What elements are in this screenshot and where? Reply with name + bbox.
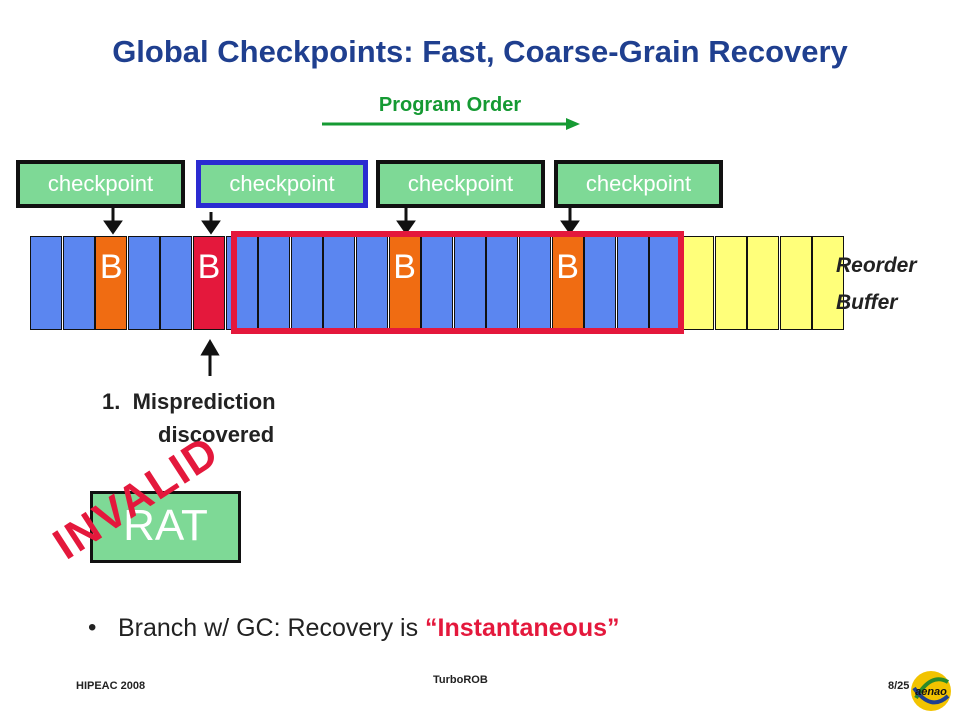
footer-conference: HIPEAC 2008: [76, 680, 146, 692]
rob-entry: [486, 236, 519, 330]
slide-title: Global Checkpoints: Fast, Coarse-Grain R…: [112, 34, 848, 69]
arrow-down-icon: [103, 220, 123, 235]
page-number: 8/25: [888, 680, 910, 692]
arrow-up-icon: [200, 339, 220, 356]
rob-entry: [682, 236, 714, 330]
aenao-logo-icon: aenao: [911, 671, 951, 711]
rob-entry: [258, 236, 291, 330]
reorder-buffer-label: Buffer: [836, 291, 898, 314]
misprediction-label: 1. Misprediction: [102, 389, 276, 415]
checkpoint-3: checkpoint: [376, 160, 545, 208]
svg-text:aenao: aenao: [915, 686, 947, 698]
squash-region-highlight: [231, 231, 684, 334]
rob-entry: [62, 236, 95, 330]
rat-box: RAT: [90, 491, 241, 563]
rob-entry: [290, 236, 323, 330]
arrow-down-icon: [201, 220, 221, 235]
rob-entry: [584, 236, 617, 330]
misprediction-line2: discovered: [158, 422, 275, 447]
rob-entry: [519, 236, 551, 330]
rob-entry-branch: B: [95, 236, 128, 330]
rob-entry: [747, 236, 780, 330]
bullet-body: Branch w/ GC: Recovery is: [118, 614, 426, 642]
rob-entry: [127, 236, 160, 330]
rob-entry: [323, 236, 356, 330]
checkpoint-4: checkpoint: [554, 160, 723, 208]
bullet-emphasis: “Instantaneous”: [425, 614, 620, 642]
rob-entry-branch: B: [193, 236, 225, 330]
rob-entry: [356, 236, 388, 330]
misprediction-line1: Misprediction: [132, 389, 276, 414]
bullet-dot-icon: •: [88, 614, 97, 641]
rob-entry: [453, 236, 486, 330]
rob-entry: [714, 236, 747, 330]
checkpoint-1: checkpoint: [16, 160, 185, 208]
rob-entry: [779, 236, 812, 330]
rob-entry: [30, 236, 62, 330]
rob-entry: [812, 236, 845, 330]
reorder-buffer-label: Reorder: [836, 254, 917, 277]
rob-entry-branch: B: [551, 236, 584, 330]
bullet-text: Branch w/ GC: Recovery is “Instantaneous…: [118, 614, 620, 643]
footer-title: TurboROB: [433, 674, 488, 686]
program-order-arrow-icon: [322, 118, 580, 130]
rob-entry: [160, 236, 193, 330]
step-number: 1.: [102, 389, 121, 414]
checkpoint-2-selected: checkpoint: [196, 160, 368, 208]
rob-entry: [225, 236, 258, 330]
program-order-label: Program Order: [378, 94, 522, 116]
